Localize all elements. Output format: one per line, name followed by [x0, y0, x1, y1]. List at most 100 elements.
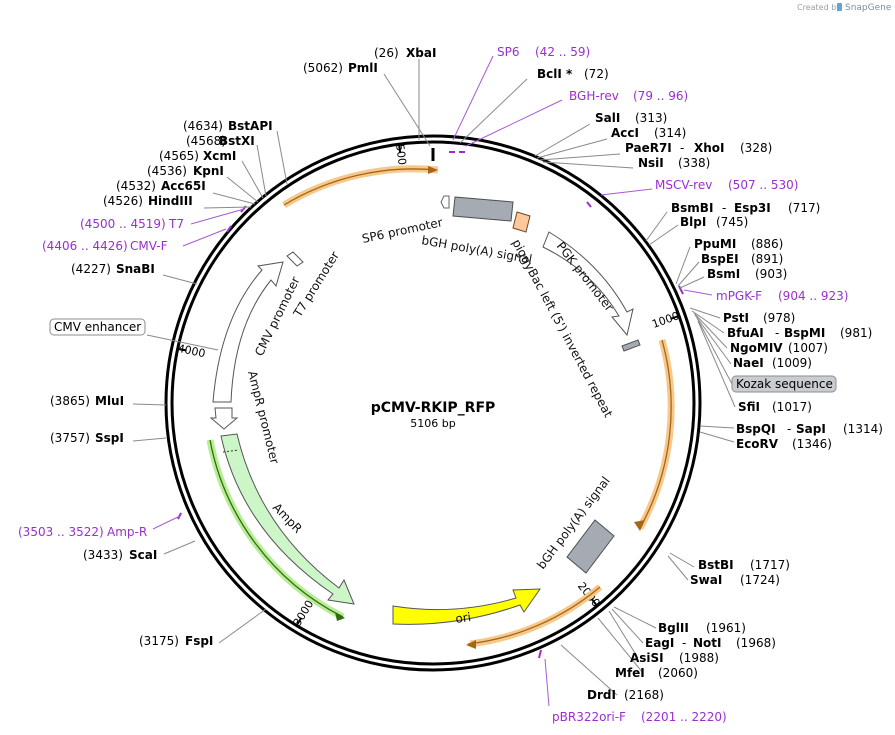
- site-separator: -: [680, 141, 684, 155]
- site-name-bstxi: BstXI: [219, 134, 255, 148]
- site-pos: (891): [751, 252, 783, 266]
- primer-range: (2201 .. 2220): [641, 710, 727, 724]
- site-pos: (26): [374, 46, 399, 60]
- primer-name-t7: T7: [168, 217, 184, 231]
- site-name-xhoi: XhoI: [694, 141, 725, 155]
- site-name-bspqi: BspQI: [736, 422, 776, 436]
- bgh-bottom-box: [566, 519, 615, 574]
- site-pos: (4532): [116, 179, 156, 193]
- leader-lines: [132, 55, 736, 707]
- site-name-mfei: MfeI: [615, 666, 645, 680]
- leader: [613, 606, 657, 629]
- leader: [152, 515, 181, 530]
- leader: [459, 78, 528, 144]
- site-name-xcmi: XcmI: [203, 149, 236, 163]
- site-pos: (5062): [303, 61, 343, 75]
- site-pos: (4227): [71, 262, 111, 276]
- leader: [648, 224, 679, 246]
- snapgene-logo-icon: [837, 3, 842, 11]
- site-pos: (1346): [792, 437, 832, 451]
- orange-track-right-line: [639, 339, 672, 529]
- leader: [383, 73, 431, 147]
- site-pos: (886): [751, 237, 783, 251]
- site-pos: (313): [635, 111, 667, 125]
- site-pos: (328): [740, 141, 772, 155]
- site-pos: (1988): [679, 651, 719, 665]
- site-pos: (72): [584, 67, 609, 81]
- site-pos: (1009): [772, 356, 812, 370]
- ori-arrow: [392, 588, 541, 625]
- primer-range: (42 .. 59): [535, 45, 590, 59]
- site-separator: -: [722, 201, 726, 215]
- site-name-kpni: KpnI: [193, 164, 224, 178]
- site-pos: (717): [788, 201, 820, 215]
- primer-range: (4500 .. 4519): [80, 217, 166, 231]
- site-pos: (1017): [772, 400, 812, 414]
- site-pos: (903): [755, 267, 787, 281]
- piggybac-box: [512, 211, 531, 233]
- site-name-eagi: EagI: [645, 636, 674, 650]
- cmv-enhancer-box: [49, 318, 146, 336]
- ruler-tick: [670, 315, 679, 320]
- primer-name-cmv-f: CMV-F: [130, 239, 168, 253]
- site-name-bstapi: BstAPI: [228, 119, 273, 133]
- leader: [694, 314, 732, 365]
- credit-prefix: Created by: [797, 3, 841, 12]
- ampr-promoter-arrow: [209, 407, 239, 430]
- site-pos: (1724): [740, 573, 780, 587]
- site-pos: (1968): [736, 636, 776, 650]
- plasmid-size: 5106 bp: [410, 417, 455, 430]
- site-pos: (314): [654, 126, 686, 140]
- green-track-line: [209, 439, 344, 618]
- site-name-ngomiv: NgoMIV: [730, 341, 783, 355]
- leader: [226, 176, 259, 203]
- ruler-tick: [178, 347, 187, 352]
- site-pos: (338): [678, 156, 710, 170]
- site-name-nsii: NsiI: [638, 156, 664, 170]
- credit: Created by SnapGene: [797, 3, 892, 13]
- leader: [542, 161, 634, 169]
- cmv-f-primer-mark: [226, 225, 232, 233]
- leader: [218, 608, 267, 644]
- credit-brand: SnapGene: [845, 3, 892, 13]
- site-name-hindiii: HindIII: [148, 194, 193, 208]
- ruler-tick: [296, 617, 303, 626]
- leader: [611, 608, 644, 644]
- leader: [465, 99, 563, 147]
- orange-track-bottom-line: [467, 586, 601, 645]
- primer-name-mpgk-f: mPGK-F: [716, 289, 762, 303]
- site-pos: (4565): [159, 149, 199, 163]
- ruler-tick-label: 5000: [393, 143, 410, 172]
- primer-name-sp6: SP6: [497, 45, 520, 59]
- site-name-bspei: BspEI: [701, 252, 739, 266]
- site-pos: (1961): [706, 621, 746, 635]
- site-name-mlui: MluI: [95, 394, 124, 408]
- site-name-asisi: AsiSI: [630, 651, 664, 665]
- leader: [190, 208, 245, 225]
- orange-track-bottom-arrow: [466, 640, 476, 649]
- leader: [544, 658, 550, 707]
- pbr322ori-primer-mark: [538, 649, 542, 659]
- site-pos: (978): [763, 311, 795, 325]
- inner-features: [209, 195, 641, 625]
- leader: [452, 55, 494, 141]
- site-pos: (981): [840, 326, 872, 340]
- leader: [697, 320, 736, 408]
- site-name-sfii: SfiI: [738, 400, 760, 414]
- site-pos: (3433): [83, 548, 123, 562]
- leader: [560, 644, 618, 696]
- leader: [645, 211, 668, 242]
- primer-name-bgh-rev: BGH-rev: [569, 89, 619, 103]
- outer-tracks: [206, 165, 675, 649]
- site-pos: (4536): [147, 164, 187, 178]
- plasmid-name: pCMV-RKIP_RFP: [371, 400, 496, 416]
- leader: [696, 317, 733, 385]
- leader: [699, 425, 735, 429]
- orange-track-top-arrow: [428, 166, 438, 174]
- site-pos: (1717): [750, 558, 790, 572]
- mscv-rev-primer-mark: [586, 201, 592, 208]
- site-name-sspi: SspI: [95, 431, 124, 445]
- primer-range: (4406 .. 4426): [42, 239, 128, 253]
- primer-range: (79 .. 96): [633, 89, 688, 103]
- leader: [667, 555, 689, 581]
